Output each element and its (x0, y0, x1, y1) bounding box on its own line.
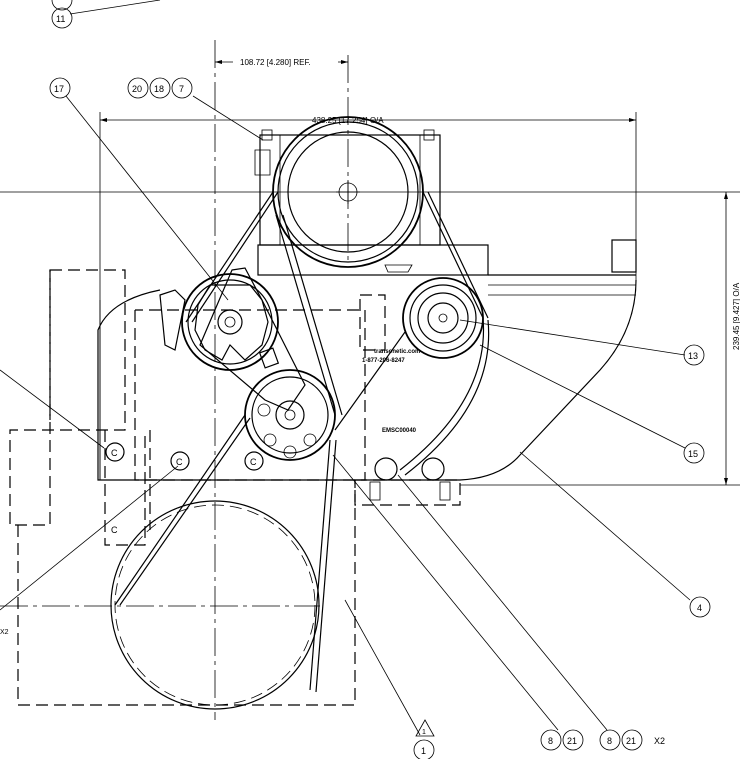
bubble-4: 4 (689, 596, 711, 618)
idler-pulley (402, 277, 484, 359)
svg-text:21: 21 (626, 736, 636, 746)
svg-text:8: 8 (607, 736, 612, 746)
base-plate (97, 279, 637, 481)
hidden-outlines (9, 269, 461, 706)
svg-text:C: C (111, 448, 118, 458)
bubble-7: 7 (171, 77, 193, 99)
leader-lines (0, 0, 691, 736)
dimension-height-oa: 239.45 [9.427] O/A (460, 192, 740, 486)
svg-text:13: 13 (688, 351, 698, 361)
note-x2-left: X2 (0, 629, 9, 636)
svg-text:1: 1 (421, 746, 426, 756)
label-phone: 1-877-206-8247 (362, 358, 405, 364)
svg-text:7: 7 (179, 84, 184, 94)
top-mount-bracket (257, 134, 637, 296)
svg-text:18: 18 (154, 84, 164, 94)
bubble-20: 20 (127, 77, 149, 99)
dimension-top-ref: 108.72 [4.280] REF. (215, 55, 348, 68)
svg-text:C: C (111, 525, 118, 535)
alternator-pulley (254, 116, 435, 273)
bubble-8-21-a: 8 21 (540, 729, 584, 751)
svg-text:17: 17 (54, 84, 64, 94)
svg-text:11: 11 (56, 14, 65, 24)
svg-text:15: 15 (688, 449, 698, 459)
bubble-13: 13 (683, 344, 705, 366)
bubble-17: 17 (49, 77, 71, 99)
dimension-top-ref-text: 108.72 [4.280] REF. (240, 58, 311, 67)
svg-text:4: 4 (697, 603, 702, 613)
svg-text:C: C (250, 457, 257, 467)
svg-text:20: 20 (132, 84, 142, 94)
svg-text:8: 8 (548, 736, 553, 746)
bubble-18: 18 (149, 77, 171, 99)
drive-belt (114, 191, 490, 693)
bubble-15: 15 (683, 442, 705, 464)
svg-text:21: 21 (567, 736, 577, 746)
dimension-height-oa-text: 239.45 [9.427] O/A (732, 282, 740, 350)
label-web: transonetic.com (374, 349, 420, 355)
note-x2-right: X2 (654, 736, 665, 746)
component-labels: transonetic.com 1-877-206-8247 EMSC00040 (362, 349, 420, 434)
svg-text:X2: X2 (0, 629, 9, 636)
bubble-1: 1 1 (413, 719, 435, 759)
bubble-8-21-b: 8 21 X2 (599, 729, 665, 751)
label-part: EMSC00040 (382, 428, 417, 434)
tensioner-pulley (244, 369, 336, 461)
centerlines (0, 40, 740, 720)
tensioner (159, 267, 306, 411)
bubble-11: 11 (51, 0, 73, 29)
dimension-width-oa-text: 438.25 [17.254] O/A (312, 116, 384, 125)
svg-text:1: 1 (422, 729, 426, 736)
svg-text:C: C (176, 457, 183, 467)
fasteners: C C C C (105, 442, 451, 535)
